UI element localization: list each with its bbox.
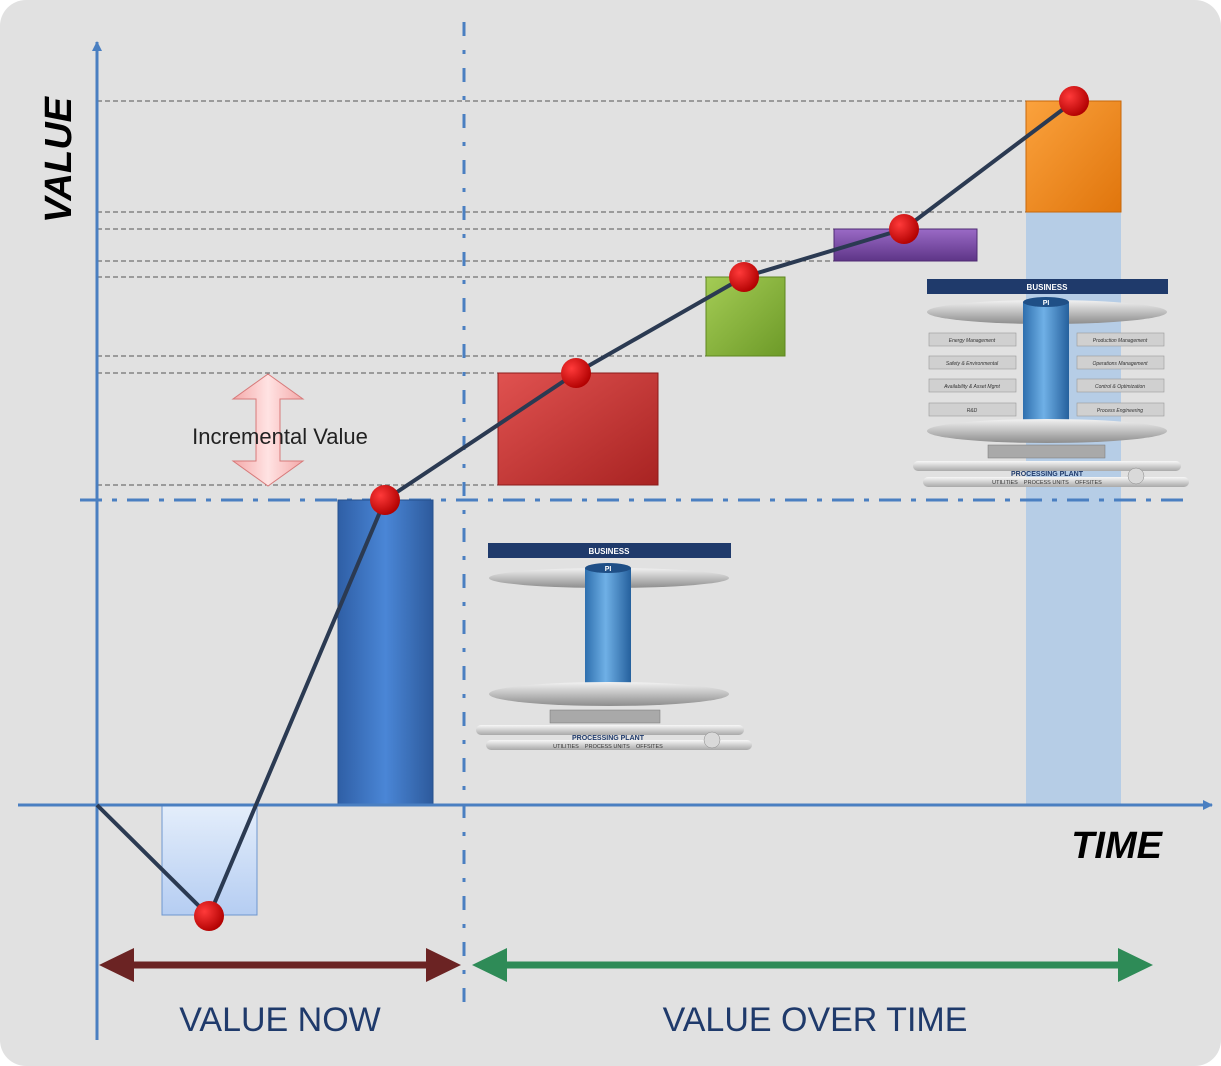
data-sources-bar — [549, 709, 661, 724]
plant-equipment-icon — [703, 731, 721, 749]
pi-system-diagram-small: BUSINESS PI PROCESSING PLANT UTILITIES P… — [476, 543, 752, 750]
value-over-time-head-left — [472, 948, 507, 982]
bottom-disc — [489, 682, 729, 706]
plant-areas-label: UTILITIES PROCESS UNITS OFFSITES — [992, 480, 1102, 486]
plant-pipe-1 — [476, 725, 744, 735]
processing-plant-label: PROCESSING PLANT — [572, 735, 645, 742]
module-left-1: Energy Management — [949, 338, 996, 344]
business-label: BUSINESS — [589, 547, 631, 556]
bar-initial-investment — [161, 804, 258, 916]
module-left-4: R&D — [967, 408, 978, 414]
pi-cylinder — [585, 568, 631, 696]
pi-cylinder-cap — [1023, 297, 1069, 307]
pi-system-diagram-large: BUSINESS PI Energy Management Safety & E… — [913, 279, 1189, 487]
module-right-3: Control & Optimization — [1095, 384, 1145, 390]
module-box-right-1 — [1076, 332, 1165, 347]
pi-label: PI — [605, 566, 612, 573]
right-module-boxes — [1076, 332, 1165, 417]
business-banner — [488, 543, 731, 558]
module-right-1: Production Management — [1093, 338, 1148, 344]
value-over-time-label: VALUE OVER TIME — [663, 1001, 968, 1039]
module-left-3: Availability & Asset Mgmt — [943, 384, 1000, 390]
module-box-right-4 — [1076, 402, 1165, 417]
module-right-4: Process Engineering — [1097, 408, 1143, 414]
marker-value-now — [370, 485, 400, 515]
value-over-time-arrow — [472, 948, 1153, 982]
business-banner — [927, 279, 1168, 294]
marker-purple — [889, 214, 919, 244]
data-sources-bar — [987, 444, 1106, 459]
x-axis-label: TIME — [1071, 825, 1163, 867]
value-now-arrow — [99, 948, 461, 982]
value-now-head-left — [99, 948, 134, 982]
business-label: BUSINESS — [1027, 283, 1069, 292]
module-box-left-4 — [928, 402, 1017, 417]
marker-green — [729, 262, 759, 292]
value-markers — [194, 86, 1089, 931]
left-module-boxes — [928, 332, 1017, 417]
plant-pipe-1 — [913, 461, 1181, 471]
plant-areas-label: UTILITIES PROCESS UNITS OFFSITES — [553, 744, 663, 750]
pi-cylinder-cap — [585, 563, 631, 573]
pi-label: PI — [1043, 300, 1050, 307]
pi-cylinder — [1023, 302, 1069, 434]
incremental-value-label: Incremental Value — [192, 424, 368, 449]
plant-pipe-2 — [486, 740, 752, 750]
marker-initial — [194, 901, 224, 931]
marker-orange — [1059, 86, 1089, 116]
incremental-value-arrow — [231, 373, 305, 487]
module-box-right-3 — [1076, 378, 1165, 393]
module-left-2: Safety & Environmental — [946, 361, 999, 367]
value-over-time-head-right — [1118, 948, 1153, 982]
processing-plant-label: PROCESSING PLANT — [1011, 471, 1084, 478]
value-now-head-right — [426, 948, 461, 982]
bar-increment-orange — [1025, 100, 1122, 213]
bottom-disc — [927, 419, 1167, 443]
y-axis-label: VALUE — [38, 95, 80, 223]
bar-value-now — [337, 499, 434, 806]
marker-red — [561, 358, 591, 388]
module-box-right-2 — [1076, 355, 1165, 370]
module-box-left-1 — [928, 332, 1017, 347]
module-right-2: Operations Management — [1092, 361, 1148, 367]
value-now-label: VALUE NOW — [179, 1001, 381, 1039]
bar-increment-red — [497, 372, 659, 486]
plant-pipe-2 — [923, 477, 1189, 487]
module-box-left-3 — [928, 378, 1017, 393]
plant-equipment-icon — [1127, 467, 1145, 485]
module-box-left-2 — [928, 355, 1017, 370]
